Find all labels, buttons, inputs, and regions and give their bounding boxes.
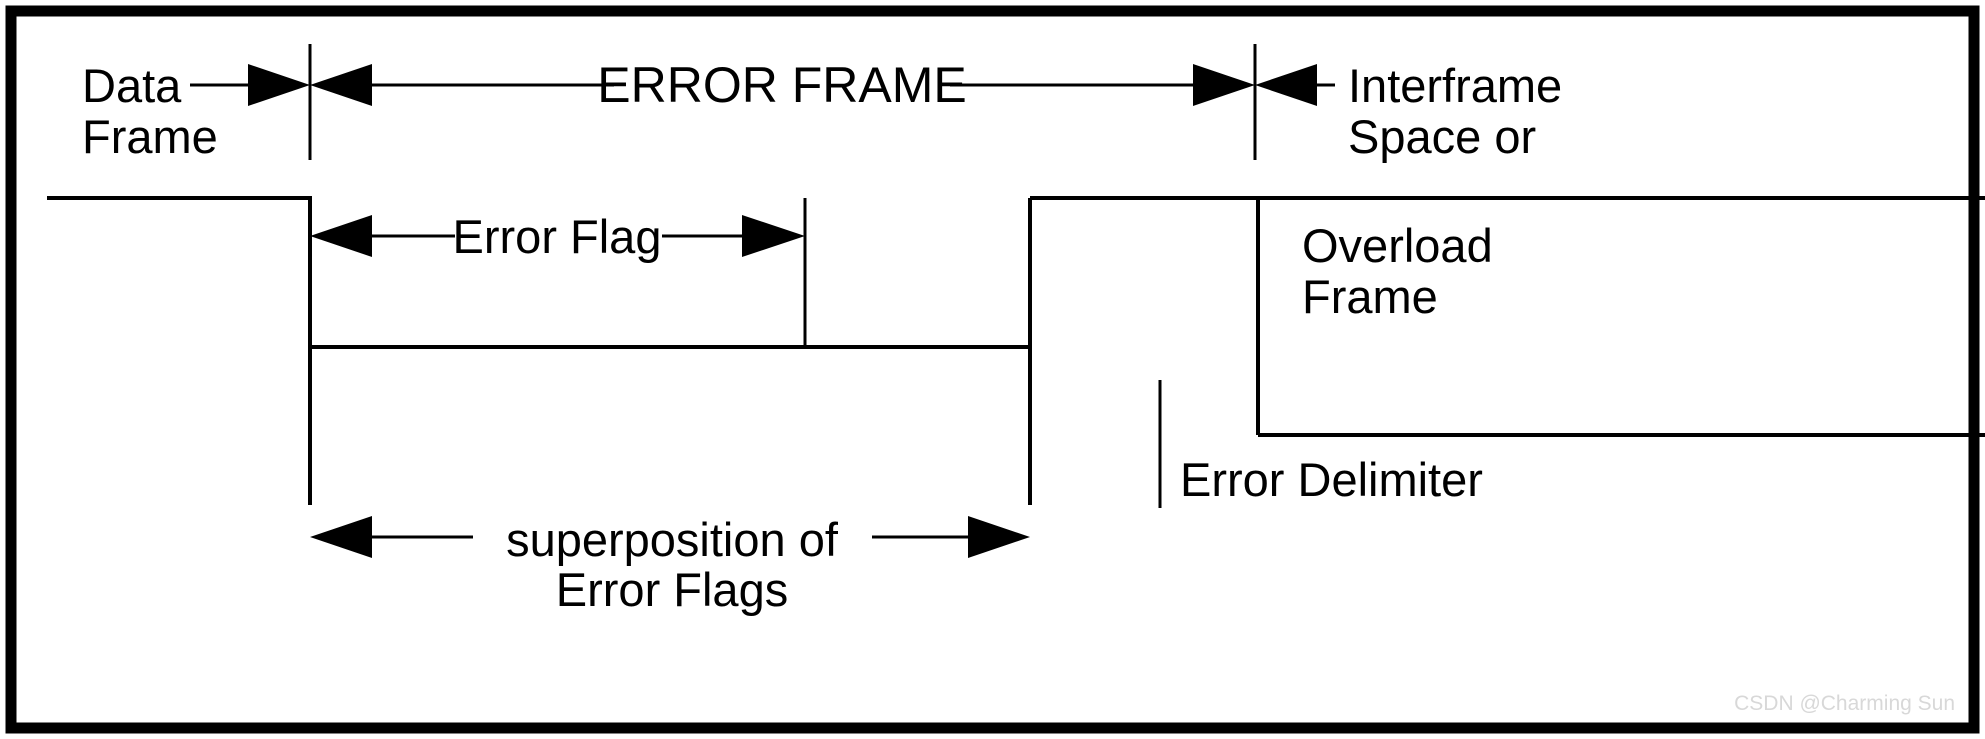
error-delimiter-label: Error Delimiter <box>1180 453 1483 506</box>
superposition-arrow-left-icon <box>310 516 372 558</box>
data-frame-label-line1: Data <box>82 59 182 112</box>
data-frame-arrow-right-icon <box>248 64 310 106</box>
error-flag-arrow-right-icon <box>742 215 805 257</box>
watermark: CSDN @Charming Sun <box>1734 692 1955 715</box>
error-frame-title: ERROR FRAME <box>597 57 966 113</box>
interframe-arrow-left-icon <box>1255 64 1317 106</box>
overload-frame-label-line1: Overload <box>1302 219 1493 272</box>
superposition-label-line2: Error Flags <box>556 563 788 616</box>
error-flag-label: Error Flag <box>453 210 662 263</box>
overload-frame-label-line2: Frame <box>1302 270 1438 323</box>
superposition-arrow-right-icon <box>968 516 1030 558</box>
error-frame-arrow-left-icon <box>310 64 372 106</box>
error-flag-arrow-left-icon <box>310 215 372 257</box>
interframe-label-line1: Interframe <box>1348 59 1562 112</box>
outer-border <box>5 5 1980 734</box>
error-frame-arrow-right-icon <box>1193 64 1255 106</box>
data-frame-label-line2: Frame <box>82 110 218 163</box>
interframe-label-line2: Space or <box>1348 110 1536 163</box>
superposition-label-line1: superposition of <box>506 513 839 566</box>
